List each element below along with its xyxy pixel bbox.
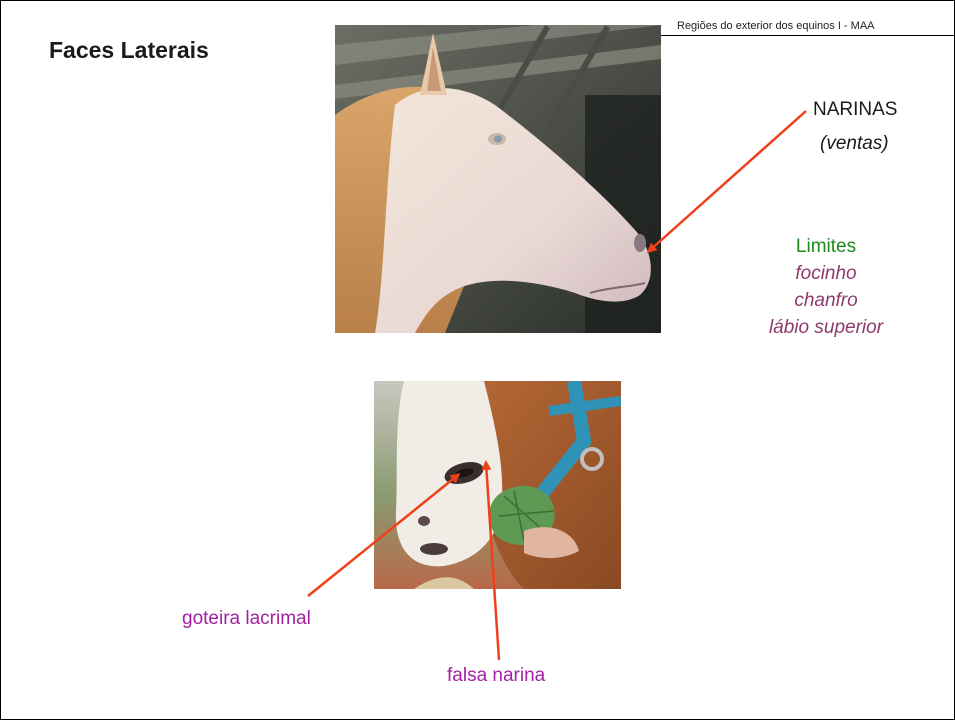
limites-item-labio-superior: lábio superior [768, 317, 884, 338]
arrow-narinas [646, 110, 807, 253]
label-ventas: (ventas) [820, 133, 889, 154]
limites-block: Limites focinho chanfro lábio superior [741, 233, 911, 341]
limites-item-focinho: focinho [795, 263, 857, 284]
header-rule [661, 35, 954, 36]
header-text: Regiões do exterior dos equinos I - MAA [677, 20, 875, 32]
horse-head-profile-photo [335, 25, 661, 333]
label-goteira-lacrimal: goteira lacrimal [182, 608, 311, 629]
limites-heading: Limites [795, 236, 857, 257]
label-falsa-narina: falsa narina [447, 665, 546, 686]
limites-item-chanfro: chanfro [794, 290, 858, 311]
label-narinas: NARINAS [813, 99, 898, 120]
horse-muzzle-closeup-photo [374, 381, 621, 589]
slide-title: Faces Laterais [49, 37, 209, 63]
